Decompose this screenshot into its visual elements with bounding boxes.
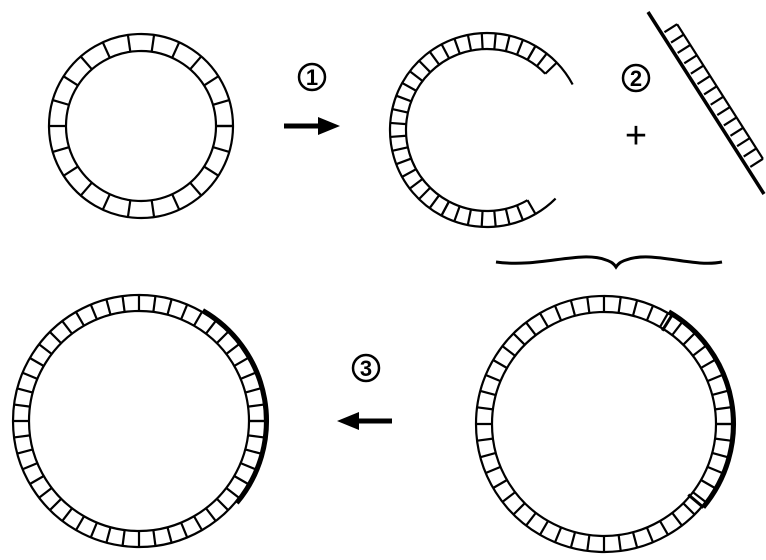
recombinant-plasmid-ring [476,296,734,552]
step-2-number: 2 [630,66,642,91]
step-3-number: 3 [360,356,372,381]
cut-plasmid-ring [390,33,573,227]
plus-sign: + [625,115,647,157]
step-1-arrow [284,117,340,135]
insert-dna-fragment [648,12,764,194]
sealed-recombinant-ring [13,295,267,547]
step-3-label: 3 [353,355,379,381]
original-plasmid-ring [49,34,233,218]
grouping-brace [496,257,722,267]
step-2-label: 2 [623,65,649,91]
step-1-number: 1 [306,65,318,90]
step-1-label: 1 [299,64,325,90]
step-3-arrow [337,412,392,430]
